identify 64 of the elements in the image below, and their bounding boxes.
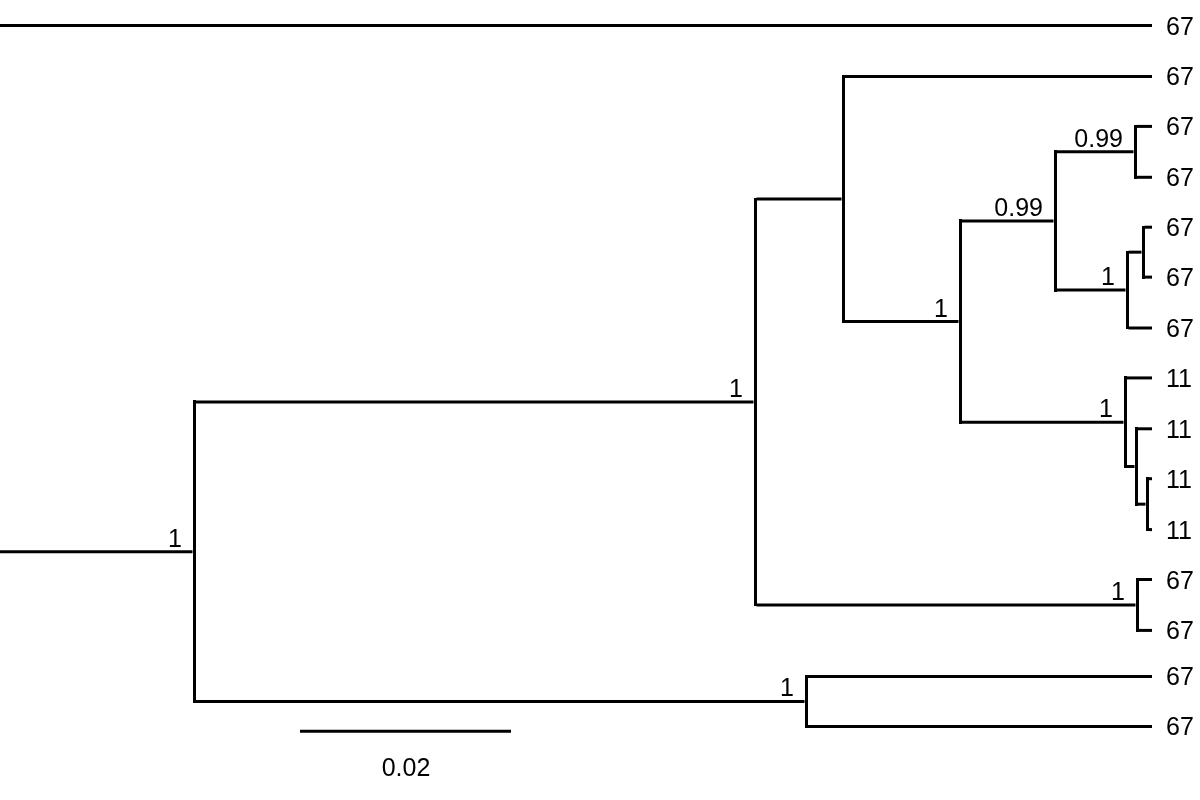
vertical-branch xyxy=(753,197,757,607)
branch-line xyxy=(807,675,1152,678)
support-value: 1 xyxy=(934,295,948,321)
support-value: 0.99 xyxy=(994,194,1043,220)
taxon-label: 11 xyxy=(1152,364,1192,391)
branch-line xyxy=(961,420,1124,424)
taxon-label: 67 xyxy=(1152,315,1194,341)
vertical-branch xyxy=(1135,578,1139,632)
branch-line xyxy=(1144,225,1152,229)
taxon-label: 67 xyxy=(1152,164,1194,191)
vertical-branch xyxy=(1123,376,1127,468)
branch-line xyxy=(0,24,1152,28)
branch-line xyxy=(1136,175,1152,179)
taxon-label: 67 xyxy=(1152,713,1194,740)
branch-line xyxy=(1138,628,1152,632)
branch-line xyxy=(1138,578,1152,581)
support-value: 1 xyxy=(780,675,794,701)
branch-line xyxy=(961,219,1054,223)
taxon-label: 67 xyxy=(1152,63,1194,90)
vertical-branch xyxy=(192,400,196,703)
vertical-branch xyxy=(958,219,962,424)
branch-line xyxy=(756,197,842,201)
vertical-branch xyxy=(1053,150,1057,292)
taxon-label: 67 xyxy=(1152,264,1194,291)
vertical-branch xyxy=(804,674,808,728)
branch-line xyxy=(1144,275,1152,279)
vertical-branch xyxy=(1145,477,1149,532)
branch-line xyxy=(195,400,754,404)
branch-line xyxy=(1126,376,1152,380)
taxon-label: 11 xyxy=(1152,465,1192,492)
vertical-branch xyxy=(1134,427,1138,506)
support-value: 1 xyxy=(1099,396,1113,422)
support-value: 1 xyxy=(729,376,743,401)
branch-line xyxy=(756,603,1136,607)
taxon-label: 67 xyxy=(1152,617,1194,644)
vertical-branch xyxy=(1141,225,1145,279)
taxon-label: 67 xyxy=(1152,663,1194,690)
branch-line xyxy=(1137,427,1152,431)
taxon-label: 67 xyxy=(1152,566,1194,593)
vertical-branch xyxy=(1133,124,1137,179)
branch-line xyxy=(1137,502,1146,506)
support-value: 1 xyxy=(1111,578,1125,604)
branch-line xyxy=(844,75,1152,78)
support-value: 1 xyxy=(168,525,182,551)
branch-line xyxy=(1056,288,1126,292)
vertical-branch xyxy=(841,74,845,324)
branch-line xyxy=(195,699,805,703)
taxon-label: 67 xyxy=(1152,12,1194,39)
vertical-branch xyxy=(1125,250,1129,330)
branch-line xyxy=(1128,250,1142,254)
support-value: 0.99 xyxy=(1074,125,1123,151)
taxon-label: 11 xyxy=(1152,415,1192,442)
branch-line xyxy=(1056,150,1134,154)
branch-line xyxy=(0,550,193,554)
scale-label: 0.02 xyxy=(381,753,431,780)
taxon-label: 67 xyxy=(1152,214,1194,241)
branch-line xyxy=(807,724,1152,728)
support-value: 1 xyxy=(1101,264,1115,290)
taxon-label: 67 xyxy=(1152,113,1194,140)
branch-line xyxy=(1136,124,1152,128)
branch-line xyxy=(1128,326,1152,330)
taxon-label: 11 xyxy=(1152,516,1192,543)
branch-line xyxy=(1126,465,1135,468)
branch-line xyxy=(844,320,959,324)
